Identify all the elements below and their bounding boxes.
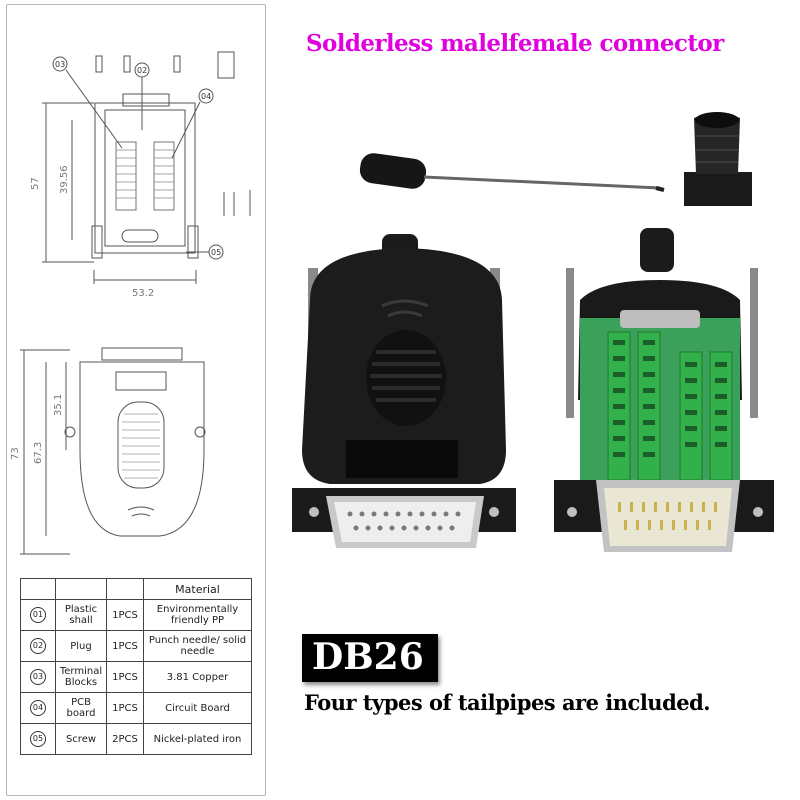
product-photo — [292, 112, 774, 552]
female-connector-closed — [292, 234, 516, 548]
header-name — [55, 578, 107, 600]
page-title: Solderless malelfemale connector — [306, 30, 724, 57]
row-name: Screw — [55, 723, 107, 755]
table-row: 01 Plastic shall 1PCS Environmentally fr… — [20, 599, 252, 631]
dim-39-56: 39.56 — [59, 165, 70, 194]
row-qty: 1PCS — [106, 661, 144, 693]
callout-03: 03 — [55, 60, 65, 69]
header-material: Material — [143, 578, 252, 600]
drawing-frame — [6, 4, 266, 796]
row-material: Nickel-plated iron — [143, 723, 252, 755]
row-num: 03 — [30, 669, 46, 685]
dim-73: 73 — [10, 447, 21, 460]
table-row: 04 PCB board 1PCS Circuit Board — [20, 692, 252, 724]
row-num: 05 — [30, 731, 46, 747]
cover-drawing: 73 67.3 35.1 — [10, 347, 206, 555]
callout-05: 05 — [211, 248, 221, 257]
row-qty: 1PCS — [106, 599, 144, 631]
callout-04: 04 — [201, 92, 211, 101]
row-name: PCB board — [55, 692, 107, 724]
callout-02: 02 — [137, 66, 147, 75]
model-badge: DB26 — [302, 634, 438, 682]
table-row: 02 Plug 1PCS Punch needle/ solid needle — [20, 630, 252, 662]
materials-table: Material 01 Plastic shall 1PCS Environme… — [20, 578, 252, 755]
assembly-drawing: 03 02 04 05 57 39.56 53.2 — [30, 51, 251, 299]
row-material: Punch needle/ solid needle — [143, 630, 252, 662]
row-qty: 1PCS — [106, 692, 144, 724]
dim-57: 57 — [30, 177, 41, 190]
header-num — [20, 578, 56, 600]
header-qty — [106, 578, 144, 600]
row-material: Circuit Board — [143, 692, 252, 724]
dim-53-2: 53.2 — [132, 288, 154, 299]
table-row: 03 Terminal Blocks 1PCS 3.81 Copper — [20, 661, 252, 693]
row-material: 3.81 Copper — [143, 661, 252, 693]
dim-35-1: 35.1 — [53, 394, 64, 416]
dim-67-3: 67.3 — [33, 442, 44, 464]
tailpipe-icon — [684, 112, 752, 206]
row-material: Environmentally friendly PP — [143, 599, 252, 631]
row-num: 01 — [30, 607, 46, 623]
row-qty: 2PCS — [106, 723, 144, 755]
table-row: 05 Screw 2PCS Nickel-plated iron — [20, 723, 252, 755]
screwdriver-icon — [359, 153, 665, 192]
row-qty: 1PCS — [106, 630, 144, 662]
row-name: Plug — [55, 630, 107, 662]
male-connector-open — [554, 228, 774, 552]
row-name: Terminal Blocks — [55, 661, 107, 693]
row-name: Plastic shall — [55, 599, 107, 631]
tailpipe-note: Four types of tailpipes are included. — [304, 690, 711, 715]
row-num: 02 — [30, 638, 46, 654]
row-num: 04 — [30, 700, 46, 716]
